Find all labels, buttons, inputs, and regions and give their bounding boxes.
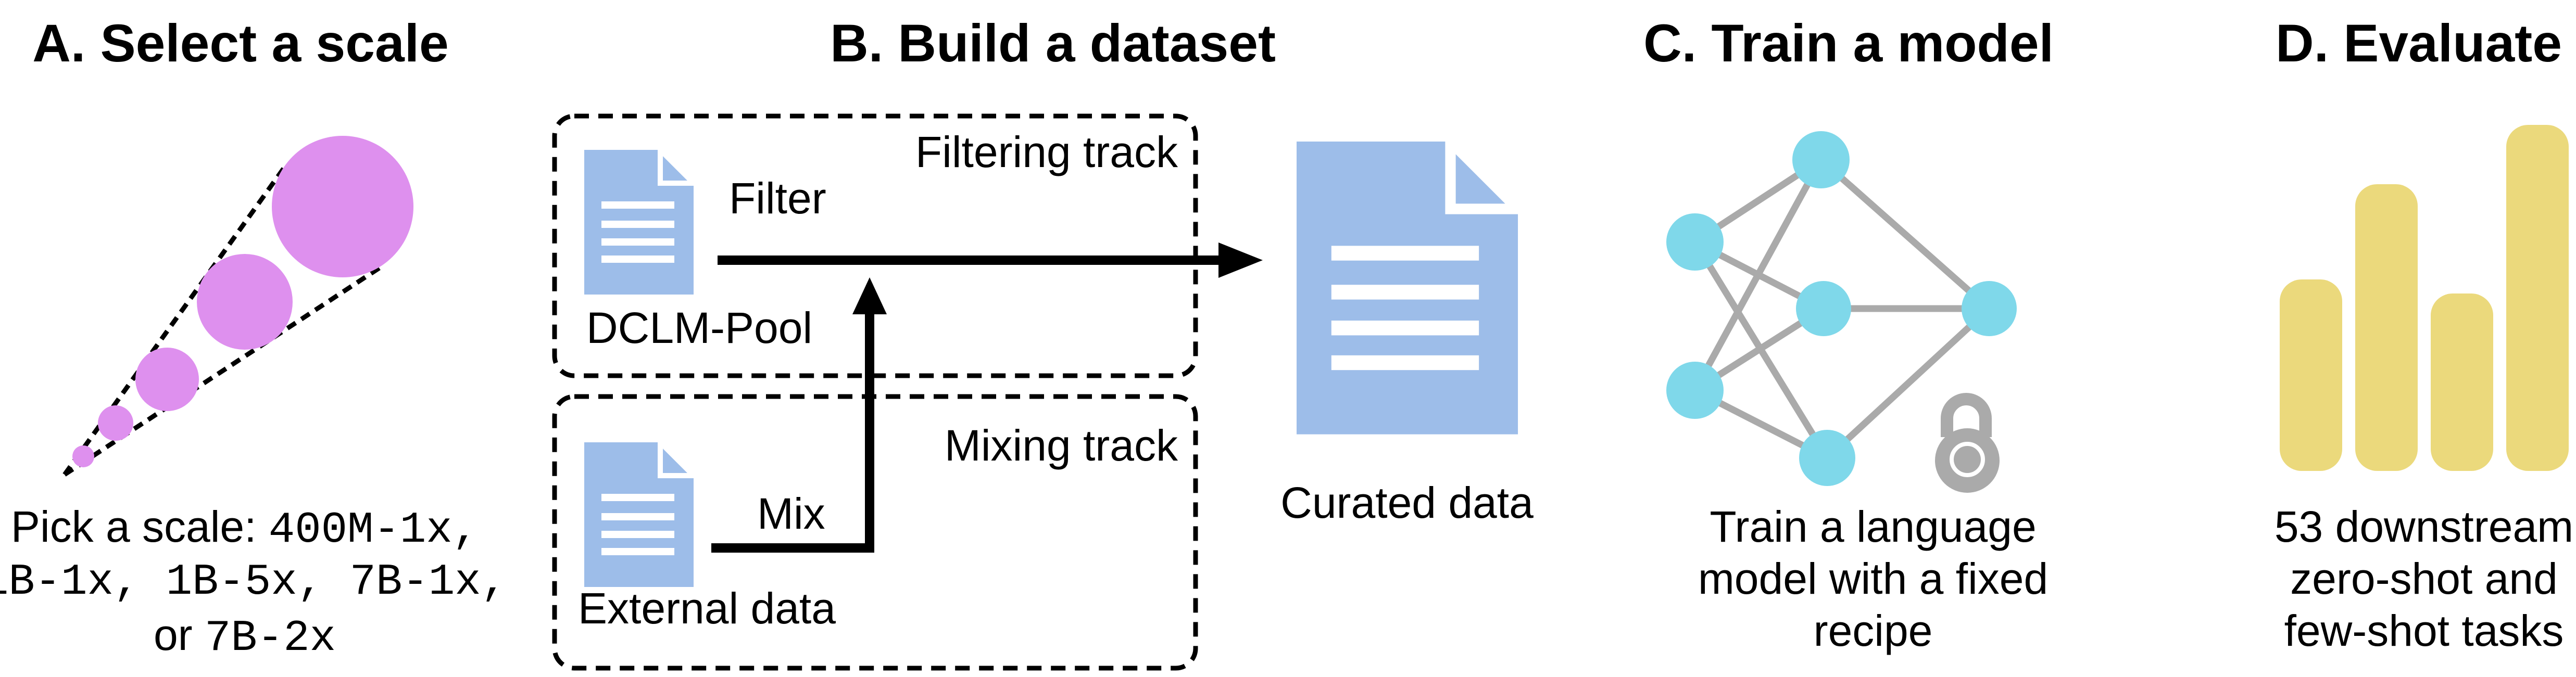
train-model-caption-line-1: Train a language xyxy=(1710,502,2037,551)
evaluation-bar-1 xyxy=(2280,279,2342,471)
external-data-label: External data xyxy=(578,584,836,633)
panel-d-title: D. Evaluate xyxy=(2276,14,2562,73)
network-node xyxy=(1666,362,1724,419)
panel-b-title: B. Build a dataset xyxy=(830,14,1276,73)
lock-keyhole-ring xyxy=(1950,442,1985,477)
filter-arrow xyxy=(718,242,1263,278)
scale-cone-icon xyxy=(62,136,413,477)
panel-c-title: C. Train a model xyxy=(1643,14,2054,73)
mix-arrow-vertical-shaft xyxy=(865,314,874,553)
scale-circle-7b1x xyxy=(197,254,293,350)
network-node xyxy=(1792,131,1850,188)
mix-label: Mix xyxy=(757,489,825,538)
mix-arrow-horizontal-shaft xyxy=(711,543,874,553)
scale-option-text: 400M-1x, xyxy=(268,506,479,555)
pick-a-scale-line-1: Pick a scale: 400M-1x, xyxy=(10,502,479,555)
evaluation-bar-3 xyxy=(2431,293,2493,471)
mixing-track-label: Mixing track xyxy=(944,421,1178,470)
dclm-pool-label: DCLM-Pool xyxy=(586,303,813,352)
filtering-track-label: Filtering track xyxy=(915,127,1178,176)
external-data-document-icon xyxy=(584,442,694,587)
network-edge xyxy=(1818,157,1992,311)
pick-a-scale-caption: Pick a scale: 400M-1x, 1B-1x, 1B-5x, 7B-… xyxy=(0,501,507,665)
curated-data-document-icon xyxy=(1297,142,1518,435)
cone-upper-dashed-line xyxy=(62,164,287,476)
scale-circle-400m xyxy=(72,445,94,467)
pick-a-scale-line-2: 1B-1x, 1B-5x, 7B-1x, xyxy=(0,558,508,607)
filter-arrow-head xyxy=(1218,242,1263,278)
network-edge xyxy=(1825,306,1992,461)
pick-a-scale-line-3: or 7B-2x xyxy=(153,610,336,663)
mix-arrow xyxy=(711,277,887,553)
evaluation-bar-4 xyxy=(2506,125,2569,471)
evaluate-caption-line-2: zero-shot and xyxy=(2290,554,2558,603)
network-node xyxy=(1799,430,1855,486)
train-model-caption-line-3: recipe xyxy=(1813,606,1933,655)
curated-data-label: Curated data xyxy=(1280,478,1534,527)
mix-arrow-head xyxy=(852,277,887,314)
network-node xyxy=(1666,213,1724,271)
dclm-pool-document-icon xyxy=(584,150,694,295)
evaluation-bars-icon xyxy=(2280,125,2569,471)
lock-body xyxy=(1935,428,2000,493)
scale-option-text: 7B-2x xyxy=(204,614,336,663)
evaluate-caption-line-1: 53 downstream xyxy=(2274,502,2574,551)
evaluate-caption-line-3: few-shot tasks xyxy=(2284,606,2564,655)
scale-circle-1b1x xyxy=(98,405,133,441)
train-model-caption: Train a language model with a fixed reci… xyxy=(1698,501,2048,657)
filter-label: Filter xyxy=(729,174,826,223)
filter-arrow-shaft xyxy=(718,256,1224,265)
network-node xyxy=(1962,281,2017,336)
filtering-track-box xyxy=(552,113,1198,378)
scale-circle-7b2x xyxy=(272,136,413,277)
mixing-track-box xyxy=(552,394,1198,671)
network-node xyxy=(1796,281,1851,336)
neural-network-nodes xyxy=(1666,131,2017,486)
panel-a-title: A. Select a scale xyxy=(32,14,449,73)
cone-lower-dashed-line xyxy=(63,264,383,477)
evaluate-caption: 53 downstream zero-shot and few-shot tas… xyxy=(2275,501,2573,657)
scale-circle-1b5x xyxy=(135,348,199,411)
train-model-caption-line-2: model with a fixed xyxy=(1698,554,2049,603)
lock-icon xyxy=(1935,393,2000,493)
lock-shackle xyxy=(1941,393,1992,437)
evaluation-bar-2 xyxy=(2355,184,2418,471)
